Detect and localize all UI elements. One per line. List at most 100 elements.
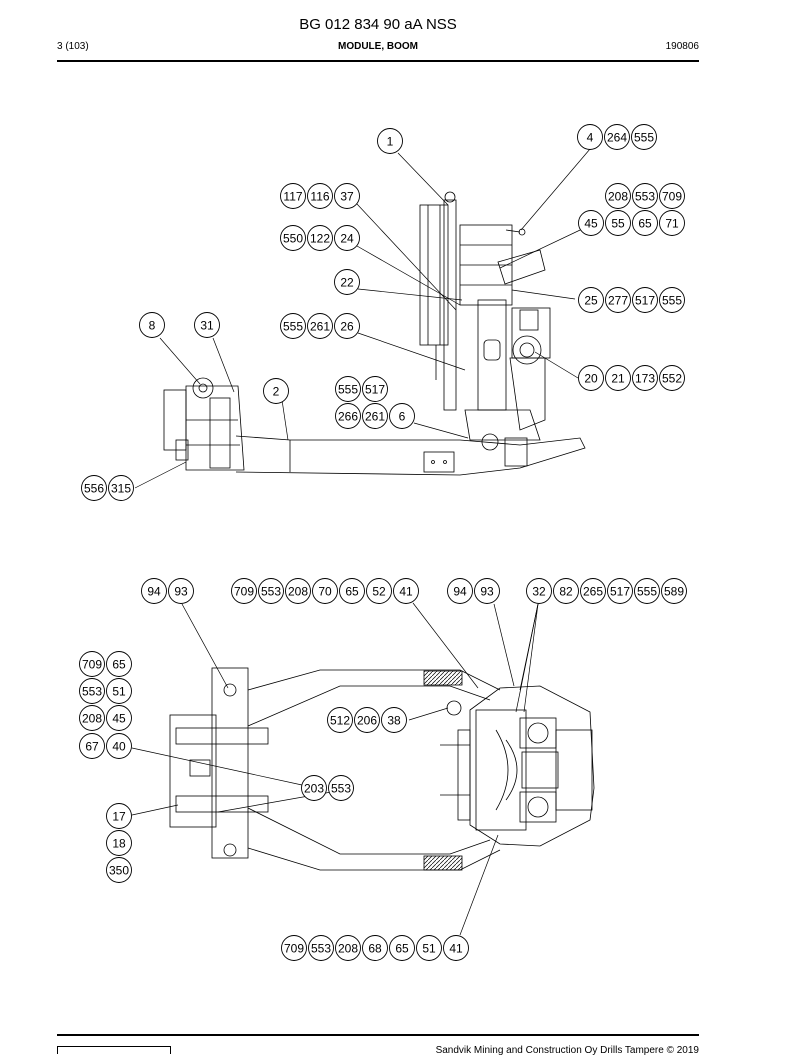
part-number-label: 553: [82, 685, 102, 699]
callout-balloon: [280, 225, 306, 251]
callout-balloon: [280, 313, 306, 339]
callout-balloon: [474, 578, 500, 604]
callout-balloon: [362, 376, 388, 402]
callout-group: 8: [139, 312, 165, 338]
callout-group: 94 93: [447, 578, 500, 604]
callout-balloon: [301, 775, 327, 801]
callout-balloon: [335, 403, 361, 429]
callout-balloon: [194, 312, 220, 338]
callout-balloon: [526, 578, 552, 604]
part-number-label: 65: [345, 585, 359, 599]
part-number-label: 21: [611, 372, 625, 386]
callout-balloon: [79, 678, 105, 704]
callout-balloon: [605, 183, 631, 209]
callout-balloon: [389, 403, 415, 429]
callout-balloon: [141, 578, 167, 604]
part-number-label: 41: [449, 942, 463, 956]
part-number-label: 4: [587, 131, 594, 145]
callout-balloon: [659, 365, 685, 391]
callout-balloon: [631, 124, 657, 150]
callout-balloon: [659, 183, 685, 209]
callout-balloon: [106, 705, 132, 731]
part-number-label: 203: [304, 782, 324, 796]
part-number-label: 517: [365, 383, 385, 397]
callout-balloon: [605, 287, 631, 313]
callout-group: 556 315: [81, 475, 134, 501]
part-number-label: 94: [453, 585, 467, 599]
part-number-label: 45: [584, 217, 598, 231]
part-number-label: 52: [372, 585, 386, 599]
side-view-drawing: [163, 191, 586, 476]
callout-balloon: [416, 935, 442, 961]
part-number-label: 208: [288, 585, 308, 599]
callout-balloon: [79, 733, 105, 759]
part-number-label: 553: [331, 782, 351, 796]
part-number-label: 709: [662, 190, 682, 204]
part-number-label: 206: [357, 714, 377, 728]
part-number-label: 94: [147, 585, 161, 599]
part-number-label: 65: [112, 658, 126, 672]
callout-balloon: [106, 803, 132, 829]
callout-group: 1: [377, 128, 403, 154]
callout-balloon: [578, 365, 604, 391]
callout-group: 22: [334, 269, 360, 295]
callout-balloon: [634, 578, 660, 604]
part-number-label: 265: [583, 585, 603, 599]
part-number-label: 26: [340, 320, 354, 334]
callout-balloon: [389, 935, 415, 961]
part-number-label: 122: [310, 232, 330, 246]
part-number-label: 51: [422, 942, 436, 956]
callout-balloon: [443, 935, 469, 961]
part-number-label: 261: [310, 320, 330, 334]
part-number-label: 68: [368, 942, 382, 956]
callout-balloon: [354, 707, 380, 733]
callout-balloon: [307, 313, 333, 339]
part-number-label: 556: [84, 482, 104, 496]
part-number-label: 512: [330, 714, 350, 728]
callout-balloon: [577, 124, 603, 150]
part-number-label: 264: [607, 131, 627, 145]
part-number-label: 553: [311, 942, 331, 956]
part-number-label: 555: [662, 294, 682, 308]
part-number-label: 261: [365, 410, 385, 424]
document-title: BG 012 834 90 aA NSS: [299, 16, 457, 33]
part-number-label: 555: [637, 585, 657, 599]
callout-balloon: [580, 578, 606, 604]
callout-balloon: [106, 857, 132, 883]
part-number-label: 24: [340, 232, 354, 246]
part-number-label: 173: [635, 372, 655, 386]
callout-balloon: [632, 210, 658, 236]
page-number: 3 (103): [57, 41, 89, 52]
part-number-label: 93: [174, 585, 188, 599]
callout-balloon: [605, 210, 631, 236]
callout-balloon: [393, 578, 419, 604]
part-number-label: 553: [635, 190, 655, 204]
part-number-label: 2: [273, 385, 280, 399]
callout-group: 94 93: [141, 578, 194, 604]
callout-group: 203 553: [301, 775, 354, 801]
part-number-label: 315: [111, 482, 131, 496]
part-number-label: 6: [399, 410, 406, 424]
callout-balloon: [334, 313, 360, 339]
part-number-label: 553: [261, 585, 281, 599]
part-number-label: 552: [662, 372, 682, 386]
callout-balloon: [281, 935, 307, 961]
callout-balloon: [335, 935, 361, 961]
callout-balloon: [362, 935, 388, 961]
footer-rule: [57, 1034, 699, 1036]
part-number-label: 93: [480, 585, 494, 599]
leader-lines: [131, 148, 598, 936]
